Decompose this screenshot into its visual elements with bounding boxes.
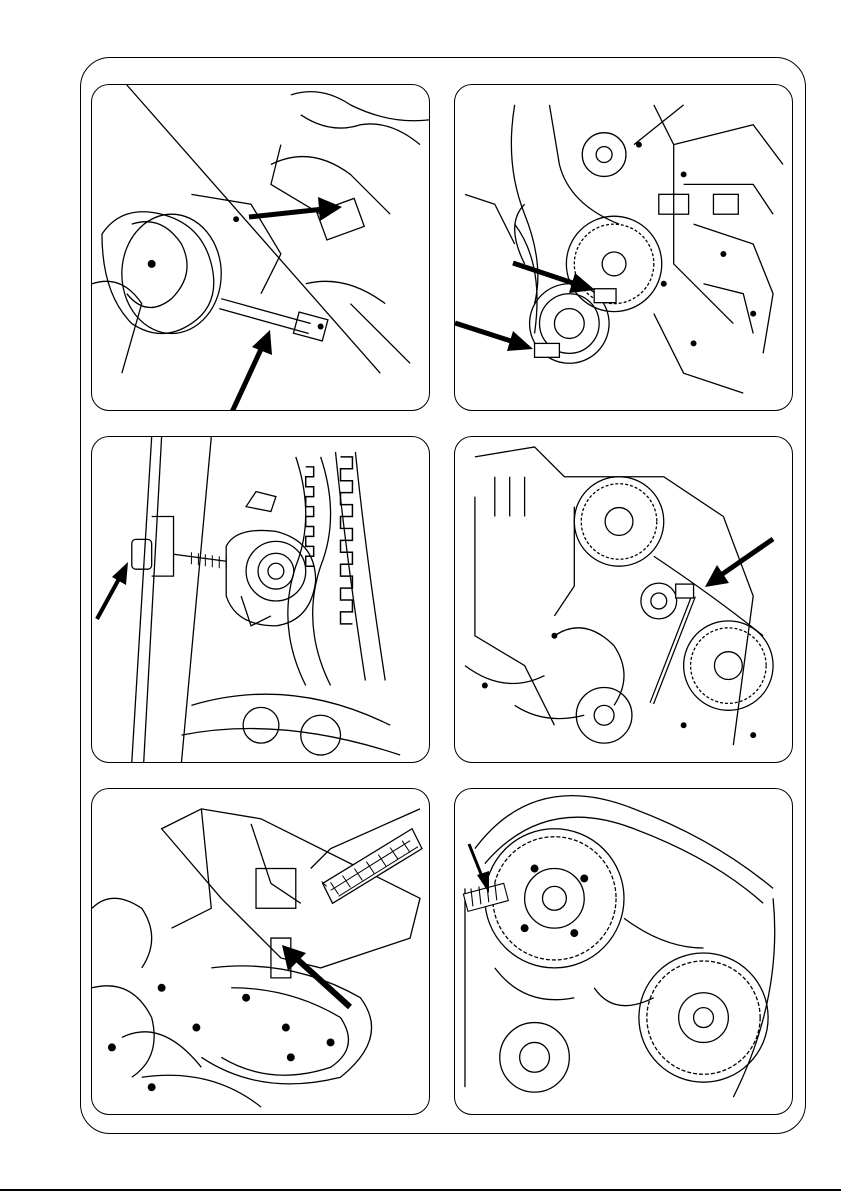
illustration-tensioner-adjust-wrench [454, 436, 793, 763]
crankshaft-pin-icon [92, 85, 429, 410]
flywheel-icon [92, 789, 429, 1114]
engine-front-icon [455, 85, 792, 410]
illustration-flywheel-locking-tool [91, 788, 430, 1115]
wrench-icon [455, 437, 792, 762]
illustration-engine-front-timing-pins [454, 84, 793, 411]
tensioner-icon [92, 437, 429, 762]
illustration-camshaft-sprocket-pin [454, 788, 793, 1115]
illustration-crankshaft-locking-pin [91, 84, 430, 411]
sprocket-pin-icon [455, 789, 792, 1114]
illustration-belt-tensioner-bolt [91, 436, 430, 763]
